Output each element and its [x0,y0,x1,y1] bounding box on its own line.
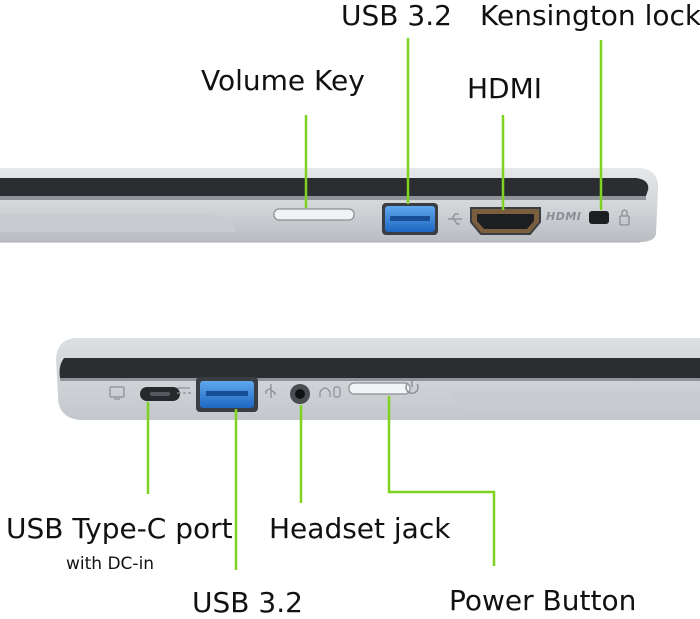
volume-key [273,208,355,221]
callout-lines [146,38,603,570]
callout-power [387,396,496,566]
power-button [348,382,411,395]
bottom-laptop [56,338,700,420]
top-laptop [0,168,659,243]
hdmi-label: HDMI [467,72,543,105]
hdmi-logo: HDMI [546,210,582,223]
headset-icon [319,386,341,398]
power-icon [405,379,419,394]
kensington-lock-label: Kensington lock [480,0,700,32]
display-icon [109,386,125,400]
usb-icon [265,384,276,398]
power-button-label: Power Button [449,584,637,617]
volume-key-label: Volume Key [201,64,365,97]
usb-icon [448,213,462,225]
kensington-slot [589,211,609,224]
lock-icon [619,209,630,226]
usb-c-sub-label: with DC-in [66,554,155,574]
battery-icon [177,387,191,394]
headset-jack-label: Headset jack [269,512,451,545]
usb-c-label: USB Type-C port [6,512,233,545]
usb-top-label: USB 3.2 [341,0,452,32]
usb-bottom-label: USB 3.2 [192,586,303,619]
